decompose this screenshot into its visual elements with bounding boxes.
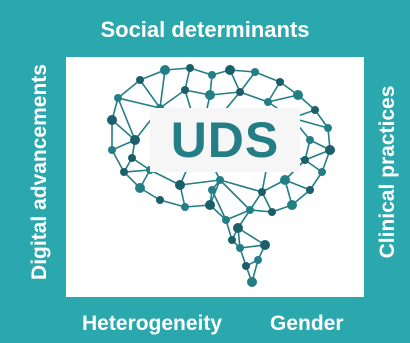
network-node bbox=[246, 206, 254, 214]
network-node bbox=[260, 240, 270, 250]
network-edge bbox=[267, 94, 299, 103]
network-edge bbox=[237, 227, 266, 246]
label-clinical-practices: Clinical practices bbox=[376, 85, 399, 259]
network-edge bbox=[225, 209, 251, 221]
network-node bbox=[175, 180, 185, 190]
network-node bbox=[293, 90, 303, 100]
network-node bbox=[287, 200, 297, 210]
network-edge bbox=[219, 179, 263, 193]
network-node bbox=[236, 244, 244, 252]
network-node bbox=[225, 65, 235, 75]
network-node bbox=[108, 146, 116, 154]
network-edge bbox=[111, 119, 136, 141]
label-digital-advancements: Digital advancements bbox=[28, 64, 51, 280]
network-node bbox=[181, 86, 189, 94]
network-node bbox=[306, 186, 314, 194]
network-node bbox=[268, 208, 276, 216]
network-node bbox=[306, 136, 314, 144]
network-node bbox=[324, 124, 332, 132]
label-gender: Gender bbox=[270, 312, 344, 335]
network-node bbox=[128, 154, 136, 162]
network-node bbox=[276, 78, 284, 86]
network-node bbox=[156, 196, 164, 204]
network-edge bbox=[159, 89, 186, 109]
network-node bbox=[325, 145, 335, 155]
network-edge bbox=[123, 169, 151, 173]
network-edge bbox=[139, 79, 161, 109]
network-node bbox=[236, 88, 244, 96]
network-node bbox=[233, 223, 243, 233]
network-node bbox=[247, 277, 257, 287]
network-edge bbox=[159, 69, 166, 109]
network-node bbox=[205, 200, 215, 210]
network-edge bbox=[117, 97, 161, 109]
network-edge bbox=[117, 79, 141, 99]
network-node bbox=[181, 203, 189, 211]
network-node bbox=[228, 236, 236, 244]
network-edge bbox=[209, 91, 241, 96]
network-node bbox=[208, 186, 216, 194]
network-node bbox=[135, 183, 145, 193]
network-node bbox=[251, 68, 259, 76]
network-node bbox=[107, 115, 117, 125]
uds-center-label: UDS bbox=[150, 108, 300, 172]
network-edge bbox=[159, 199, 186, 208]
network-node bbox=[205, 90, 215, 100]
network-edge bbox=[219, 179, 251, 211]
network-edge bbox=[239, 91, 269, 103]
network-node bbox=[258, 188, 266, 196]
network-node bbox=[280, 175, 290, 185]
network-edge bbox=[239, 71, 256, 93]
network-edge bbox=[179, 179, 221, 186]
network-node bbox=[136, 76, 144, 84]
network-edge bbox=[111, 149, 125, 173]
network-node bbox=[130, 135, 140, 145]
network-node bbox=[311, 106, 319, 114]
network-node bbox=[254, 256, 262, 264]
network-node bbox=[160, 65, 170, 75]
network-node bbox=[120, 168, 128, 176]
label-heterogeneity: Heterogeneity bbox=[82, 312, 223, 335]
network-node bbox=[216, 176, 224, 184]
network-node bbox=[222, 216, 230, 224]
network-node bbox=[318, 168, 326, 176]
network-node bbox=[186, 64, 194, 72]
network-node bbox=[301, 156, 309, 164]
network-edge bbox=[117, 97, 136, 141]
network-edge bbox=[149, 169, 181, 186]
network-node bbox=[208, 71, 216, 79]
network-node bbox=[264, 98, 272, 106]
network-node bbox=[242, 262, 250, 270]
network-edge bbox=[254, 71, 281, 83]
label-social-determinants: Social determinants bbox=[100, 17, 310, 42]
network-node bbox=[114, 94, 122, 102]
